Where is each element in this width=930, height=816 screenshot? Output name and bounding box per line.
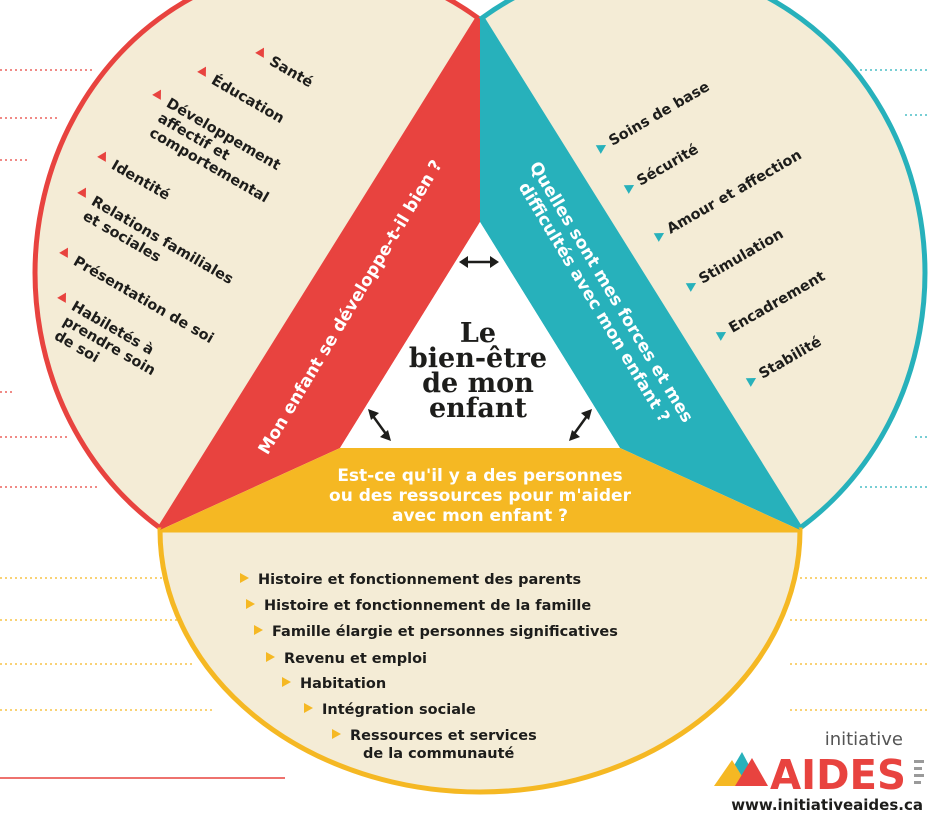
bottom-item-text: Ressources et services [350, 728, 537, 744]
teal-triangle-bullet-icon [715, 332, 727, 341]
bottom-item-text: Histoire et fonctionnement des parents [258, 572, 581, 588]
bottom-question-line-1: Est-ce qu'il y a des personnes [337, 466, 622, 486]
center-triangle [340, 222, 620, 448]
bottom-item: Revenu et emploi [266, 651, 427, 667]
red-triangle-bullet-icon [197, 66, 206, 77]
yellow-triangle-bullet-icon [332, 729, 341, 739]
center-line-2: bien-être [409, 343, 547, 374]
red-triangle-bullet-icon [97, 151, 106, 162]
red-triangle-bullet-icon [59, 247, 68, 258]
teal-triangle-bullet-icon [685, 283, 697, 292]
logo-tagline-marks [914, 760, 924, 784]
red-triangle-bullet-icon [255, 47, 264, 58]
center-title: Le bien-être de mon enfant [409, 318, 547, 424]
bottom-item-text: Revenu et emploi [284, 651, 427, 667]
teal-triangle-bullet-icon [745, 378, 757, 387]
bottom-question-line-3: avec mon enfant ? [392, 506, 568, 526]
double-arrow-top-icon [459, 256, 499, 268]
bottom-item-text: Famille élargie et personnes significati… [272, 624, 618, 640]
center-line-3: de mon [422, 368, 534, 399]
bottom-item-list: Histoire et fonctionnement des parentsHi… [240, 572, 618, 762]
yellow-triangle-bullet-icon [282, 677, 291, 687]
logo-mark-icon [714, 752, 768, 786]
red-triangle-bullet-icon [152, 89, 161, 100]
double-arrow-right-icon [569, 409, 592, 441]
logo-name: AIDES [770, 751, 906, 799]
bottom-item-text: Histoire et fonctionnement de la famille [264, 598, 591, 614]
bottom-item-text: Intégration sociale [322, 702, 476, 718]
teal-triangle-bullet-icon [623, 185, 635, 194]
bottom-item-text: de la communauté [363, 746, 515, 762]
red-triangle-bullet-icon [77, 187, 86, 198]
bottom-item: Histoire et fonctionnement de la famille [246, 598, 591, 614]
bottom-item: Ressources et services de la communauté [332, 728, 537, 762]
bottom-item: Famille élargie et personnes significati… [254, 624, 618, 640]
yellow-triangle-bullet-icon [240, 573, 249, 583]
bottom-item-text: Habitation [300, 676, 386, 692]
teal-triangle-bullet-icon [595, 145, 607, 154]
teal-triangle-bullet-icon [653, 233, 665, 242]
bottom-question-line-2: ou des ressources pour m'aider [329, 486, 632, 506]
left-circle [32, 0, 482, 532]
dotted-guides [0, 69, 930, 711]
double-arrow-left-icon [368, 409, 391, 441]
yellow-triangle-bullet-icon [254, 625, 263, 635]
yellow-triangle-bullet-icon [246, 599, 255, 609]
bottom-question: Est-ce qu'il y a des personnes ou des re… [329, 466, 632, 526]
logo-url: www.initiativeaides.ca [731, 796, 923, 814]
logo-word: initiative [825, 729, 903, 750]
double-arrow-icons [368, 256, 592, 441]
teal-band [480, 18, 800, 530]
bottom-item: Habitation [282, 676, 386, 692]
center-line-1: Le [460, 318, 496, 349]
bottom-item: Histoire et fonctionnement des parents [240, 572, 581, 588]
yellow-triangle-bullet-icon [304, 703, 313, 713]
red-band [160, 18, 480, 530]
red-triangle-bullet-icon [57, 292, 66, 303]
bottom-item: Intégration sociale [304, 702, 476, 718]
center-line-4: enfant [429, 393, 528, 424]
yellow-band [160, 448, 800, 530]
initiative-aides-logo: initiative AIDES www.initiativeaides.ca [714, 729, 924, 814]
bottom-circle [157, 527, 803, 795]
right-circle [478, 0, 928, 532]
yellow-triangle-bullet-icon [266, 652, 275, 662]
